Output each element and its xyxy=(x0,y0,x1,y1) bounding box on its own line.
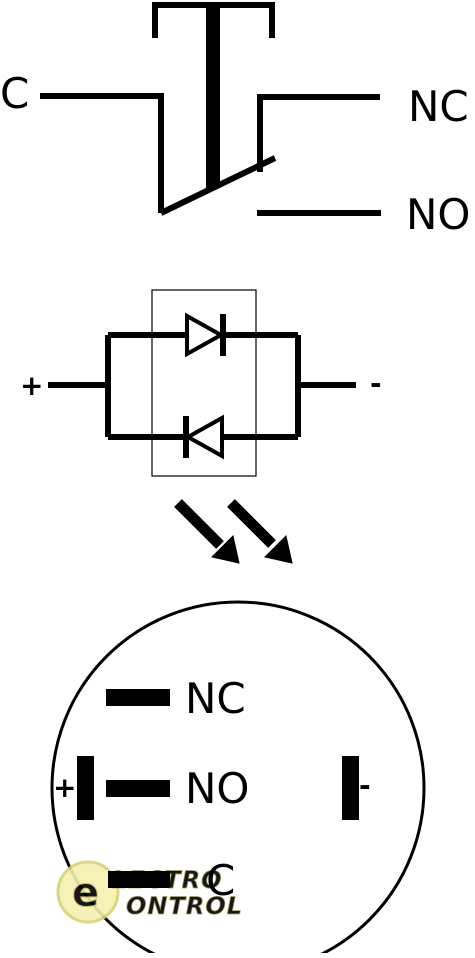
switch-common-label: C xyxy=(0,69,29,118)
switch-body-outline xyxy=(50,600,426,958)
light-arrows-icon xyxy=(174,499,293,564)
pin-c-label: C xyxy=(206,856,235,905)
common-terminal-lead xyxy=(40,93,164,213)
pin-minus-label: - xyxy=(359,769,371,802)
moving-contact xyxy=(159,155,277,216)
diode-reverse xyxy=(183,414,224,460)
led-plus-label: + xyxy=(20,369,43,402)
diode-forward xyxy=(185,312,226,358)
watermark-line2: ONTROL xyxy=(126,892,243,920)
no-terminal-pin xyxy=(106,780,170,797)
nc-terminal-pin xyxy=(106,689,170,706)
c-terminal-pin xyxy=(108,871,170,888)
led-package-outline xyxy=(151,289,257,477)
pin-plus-label: + xyxy=(53,771,76,804)
pin-layout: e LECTRO ONTROL xyxy=(50,600,426,958)
plus-terminal-pin xyxy=(77,756,94,820)
switch-symbol xyxy=(40,2,381,216)
led-minus-label: - xyxy=(370,367,382,400)
switch-nc-label: NC xyxy=(408,82,469,131)
pin-no-label: NO xyxy=(185,764,249,813)
nc-contact-lead xyxy=(257,94,380,172)
switch-no-label: NO xyxy=(406,190,470,239)
led-symbol xyxy=(48,289,356,477)
minus-terminal-pin xyxy=(342,756,359,820)
pin-nc-label: NC xyxy=(185,674,246,723)
svg-text:e: e xyxy=(72,870,99,916)
